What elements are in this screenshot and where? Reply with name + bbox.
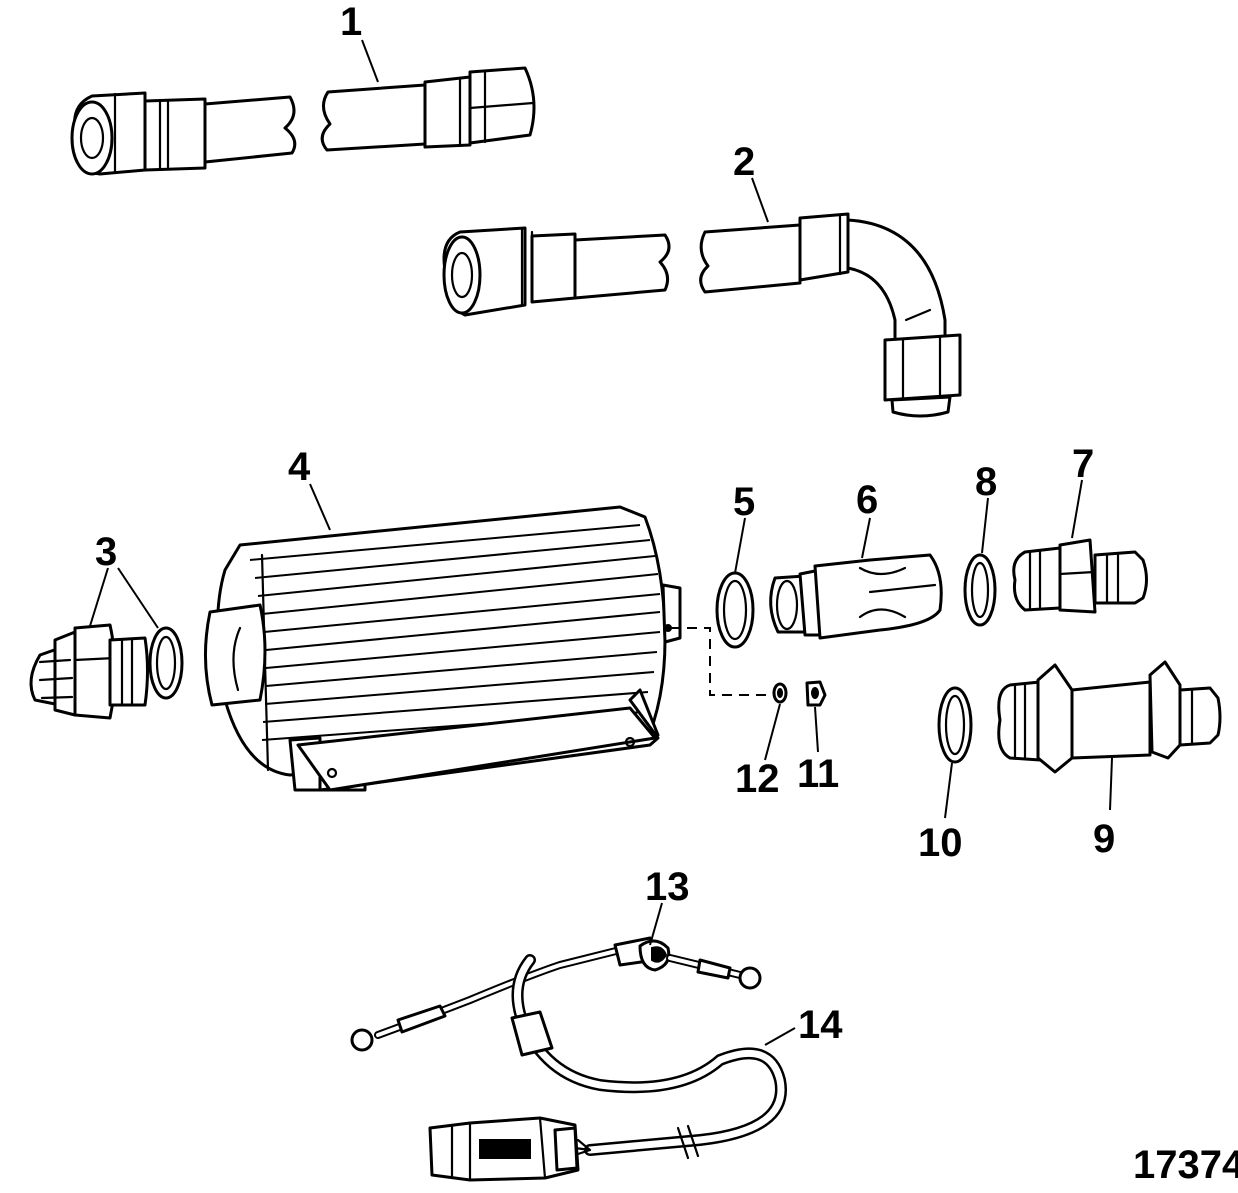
part-13-fuse-harness[interactable]	[350, 936, 762, 1052]
leader-10	[944, 762, 953, 819]
callout-11: 11	[797, 752, 839, 796]
part-3-inlet-fitting[interactable]	[29, 623, 149, 720]
callout-13: 13	[645, 865, 690, 909]
callout-9: 9	[1093, 817, 1115, 861]
leader-11	[814, 706, 819, 753]
part-12-washer[interactable]	[772, 682, 788, 704]
figure-number: 17374	[1133, 1143, 1238, 1187]
callout-1: 1	[340, 0, 362, 44]
leader-1	[361, 39, 379, 83]
leader-5	[734, 517, 746, 574]
leader-3b	[117, 567, 159, 629]
leader-8	[981, 497, 989, 554]
part-11-nut[interactable]	[805, 680, 827, 707]
leader-6	[861, 517, 871, 559]
part-7-fitting[interactable]	[1012, 538, 1148, 614]
leader-14	[764, 1027, 796, 1046]
callout-5: 5	[733, 480, 755, 524]
part-2-elbow-hose[interactable]	[442, 212, 962, 418]
callout-7: 7	[1072, 442, 1094, 486]
part-8-o-ring[interactable]	[963, 553, 997, 627]
leader-9	[1109, 757, 1113, 811]
part-5-o-ring[interactable]	[715, 571, 755, 649]
part-10-o-ring[interactable]	[937, 686, 973, 764]
part-4-fuel-pump[interactable]	[204, 505, 682, 792]
part-14-wiring-harness[interactable]	[428, 954, 787, 1182]
leader-13	[649, 902, 663, 946]
leader-3a	[89, 567, 109, 627]
callout-8: 8	[975, 460, 997, 504]
callout-2: 2	[733, 140, 755, 184]
part-1-straight-hose[interactable]	[70, 66, 536, 176]
leader-2	[751, 177, 769, 223]
callout-3: 3	[95, 530, 117, 574]
dashed-assembly-line	[670, 627, 770, 696]
leader-12	[764, 703, 781, 761]
callout-12: 12	[735, 757, 780, 801]
callout-14: 14	[798, 1003, 843, 1047]
callout-4: 4	[288, 445, 311, 489]
leader-7	[1071, 479, 1083, 539]
part-6-fitting[interactable]	[769, 553, 943, 640]
leader-4	[309, 483, 331, 531]
callout-10: 10	[918, 821, 963, 865]
part-3-o-ring[interactable]	[148, 626, 184, 700]
part-9-check-valve[interactable]	[997, 660, 1222, 774]
callout-6: 6	[856, 478, 878, 522]
